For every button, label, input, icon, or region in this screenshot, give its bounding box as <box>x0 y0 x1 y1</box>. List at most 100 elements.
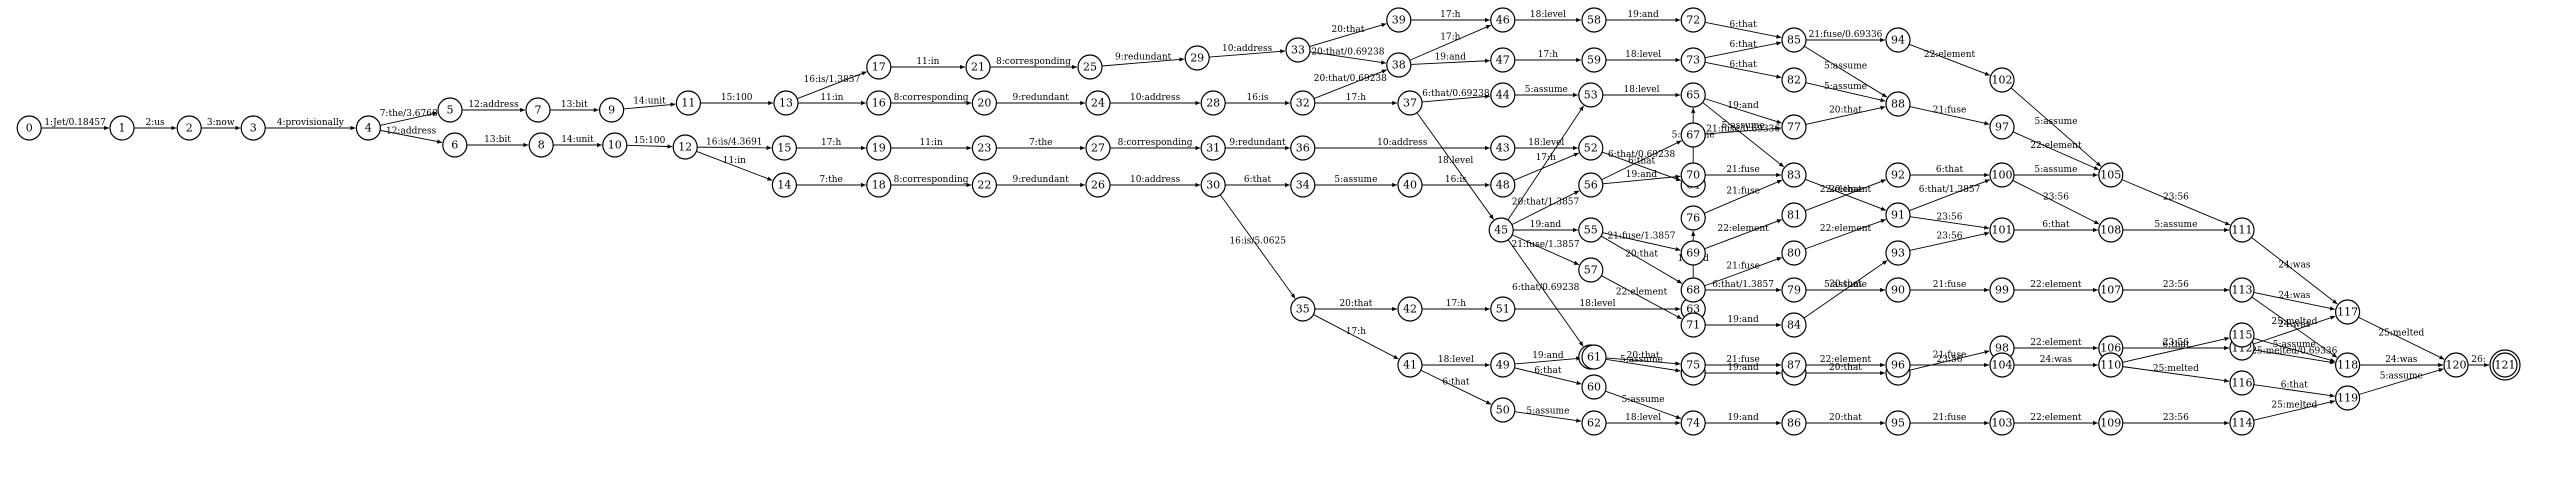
state-label: 100 <box>1992 169 2013 182</box>
state-circle <box>1781 312 1807 338</box>
state-label: 15 <box>777 142 791 155</box>
state-node-117: 117 <box>2335 299 2361 325</box>
state-label: 33 <box>1291 44 1305 57</box>
edge-label: 22:element <box>1924 50 1976 60</box>
edge-label: 21:fuse/0.69336 <box>1809 30 1883 40</box>
edge-label: 7:the <box>1029 138 1053 148</box>
edge-label: 19:and <box>1626 170 1658 180</box>
edge-91-101 <box>1909 216 1990 230</box>
state-node-0: 0 <box>16 115 42 141</box>
edge-label: 24:was <box>2278 261 2311 271</box>
state-node-91: 91 <box>1885 202 1911 228</box>
edge-label: 16:is/4.3691 <box>706 137 763 147</box>
state-node-26: 26 <box>1085 172 1111 198</box>
state-node-75: 75 <box>1680 352 1706 378</box>
edge-label: 15:100 <box>721 93 753 103</box>
state-label: 81 <box>1787 209 1801 222</box>
state-circle <box>1490 352 1516 378</box>
edge-13-17 <box>797 71 867 100</box>
state-circle <box>2098 352 2124 378</box>
state-label: 75 <box>1686 359 1700 372</box>
state-node-96: 96 <box>1885 352 1911 378</box>
state-node-41: 41 <box>1397 352 1423 378</box>
state-node-47: 47 <box>1490 47 1516 73</box>
state-circle <box>1989 67 2015 93</box>
state-label: 16 <box>872 97 886 110</box>
edge-80-91 <box>1805 219 1886 250</box>
state-circle <box>1885 162 1911 188</box>
state-circle <box>525 97 551 123</box>
state-label: 27 <box>1091 142 1105 155</box>
state-node-53: 53 <box>1578 82 1604 108</box>
state-circle <box>1781 352 1807 378</box>
state-label: 51 <box>1496 303 1510 316</box>
state-label: 21 <box>971 61 985 74</box>
state-node-86: 86 <box>1781 410 1807 436</box>
state-circle <box>1490 296 1516 322</box>
edge-25-29 <box>1101 57 1185 67</box>
edge-label: 9:redundant <box>1229 138 1286 148</box>
edge-91-100 <box>1909 179 1991 212</box>
state-label: 52 <box>1584 142 1598 155</box>
edge-label: 6:that <box>2281 380 2309 390</box>
state-circle <box>1085 172 1111 198</box>
state-label: 74 <box>1686 417 1700 430</box>
edge-label: 1:Jet/0.18457 <box>44 118 106 128</box>
edge-label: 5:assume <box>2154 220 2197 230</box>
edge-label: 17:h <box>1346 327 1366 337</box>
state-circle <box>1386 52 1412 78</box>
state-label: 67 <box>1686 129 1700 142</box>
state-node-49: 49 <box>1490 352 1516 378</box>
edge-label: 18:level <box>1625 413 1661 423</box>
state-node-73: 73 <box>1680 47 1706 73</box>
edge-label: 13:bit <box>484 135 511 145</box>
state-circle <box>1490 397 1516 423</box>
edge-label: 6:that <box>1936 165 1964 175</box>
state-node-48: 48 <box>1490 172 1516 198</box>
state-circle <box>16 115 42 141</box>
state-node-23: 23 <box>971 135 998 161</box>
state-circle <box>602 132 628 158</box>
edge-label: 5:assume <box>2035 117 2078 127</box>
state-label: 83 <box>1787 169 1801 182</box>
edge-label: 19:and <box>1530 220 1562 230</box>
state-node-109: 109 <box>2098 410 2124 436</box>
edge-45-53 <box>1507 105 1584 221</box>
state-node-119: 119 <box>2335 385 2361 411</box>
state-circle <box>1885 352 1911 378</box>
state-circle <box>1581 7 1607 33</box>
state-node-95: 95 <box>1885 410 1911 436</box>
state-label: 48 <box>1496 179 1510 192</box>
state-circle <box>866 54 892 80</box>
edge-56-67 <box>1601 140 1682 181</box>
state-label: 104 <box>1992 359 2013 372</box>
state-node-99: 99 <box>1989 277 2015 303</box>
state-label: 107 <box>2100 284 2121 297</box>
edge-label: 11:in <box>920 138 943 148</box>
state-node-34: 34 <box>1290 172 1316 198</box>
state-node-55: 55 <box>1578 217 1604 243</box>
edge-49-61 <box>1514 356 1582 365</box>
state-node-71: 71 <box>1680 312 1706 338</box>
state-node-105: 105 <box>2098 162 2124 188</box>
state-node-7: 7 <box>525 97 551 123</box>
state-node-83: 83 <box>1781 162 1807 188</box>
state-label: 19 <box>872 142 886 155</box>
state-circle <box>866 90 892 116</box>
state-node-29: 29 <box>1184 45 1210 71</box>
state-label: 120 <box>2446 359 2467 372</box>
edge-label: 9:redundant <box>1115 53 1172 63</box>
state-circle <box>1490 7 1516 33</box>
state-label: 39 <box>1392 14 1406 27</box>
edge-32-38 <box>1313 69 1387 100</box>
state-label: 68 <box>1686 284 1700 297</box>
state-node-120: 120 <box>2443 352 2469 378</box>
state-node-87: 87 <box>1781 352 1807 378</box>
state-circle <box>1581 410 1607 436</box>
state-node-77: 77 <box>1781 114 1807 140</box>
edge-38-47 <box>1410 58 1490 65</box>
state-circle <box>1781 162 1807 188</box>
edge-label: 8:corresponding <box>996 57 1071 67</box>
edge-110-116 <box>2122 366 2230 383</box>
state-label: 8 <box>538 139 545 152</box>
